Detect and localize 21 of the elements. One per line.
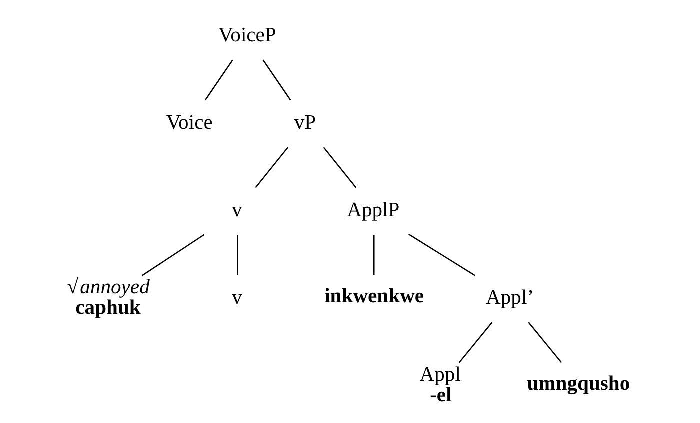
connector bbox=[408, 234, 476, 276]
node-text: v bbox=[232, 199, 242, 222]
node-text: umngqusho bbox=[527, 373, 630, 396]
node-text: ApplP bbox=[347, 199, 400, 222]
connector bbox=[262, 60, 292, 101]
connector bbox=[204, 60, 234, 101]
connector bbox=[528, 322, 562, 364]
node-text: VoiceP bbox=[218, 24, 276, 46]
node-text: √annoyed caphuk bbox=[67, 276, 150, 320]
connector bbox=[255, 147, 289, 188]
node-text: Appl’ bbox=[486, 286, 534, 309]
node-text: vP bbox=[294, 112, 316, 134]
node-text: Appl -el bbox=[420, 364, 461, 407]
connector bbox=[373, 235, 375, 276]
connector bbox=[142, 234, 205, 276]
node-text: v bbox=[232, 286, 242, 309]
connector bbox=[237, 235, 238, 276]
connector bbox=[458, 322, 493, 364]
node-text: Voice bbox=[166, 112, 213, 134]
node-text: inkwenkwe bbox=[324, 286, 424, 308]
connector bbox=[323, 147, 357, 188]
